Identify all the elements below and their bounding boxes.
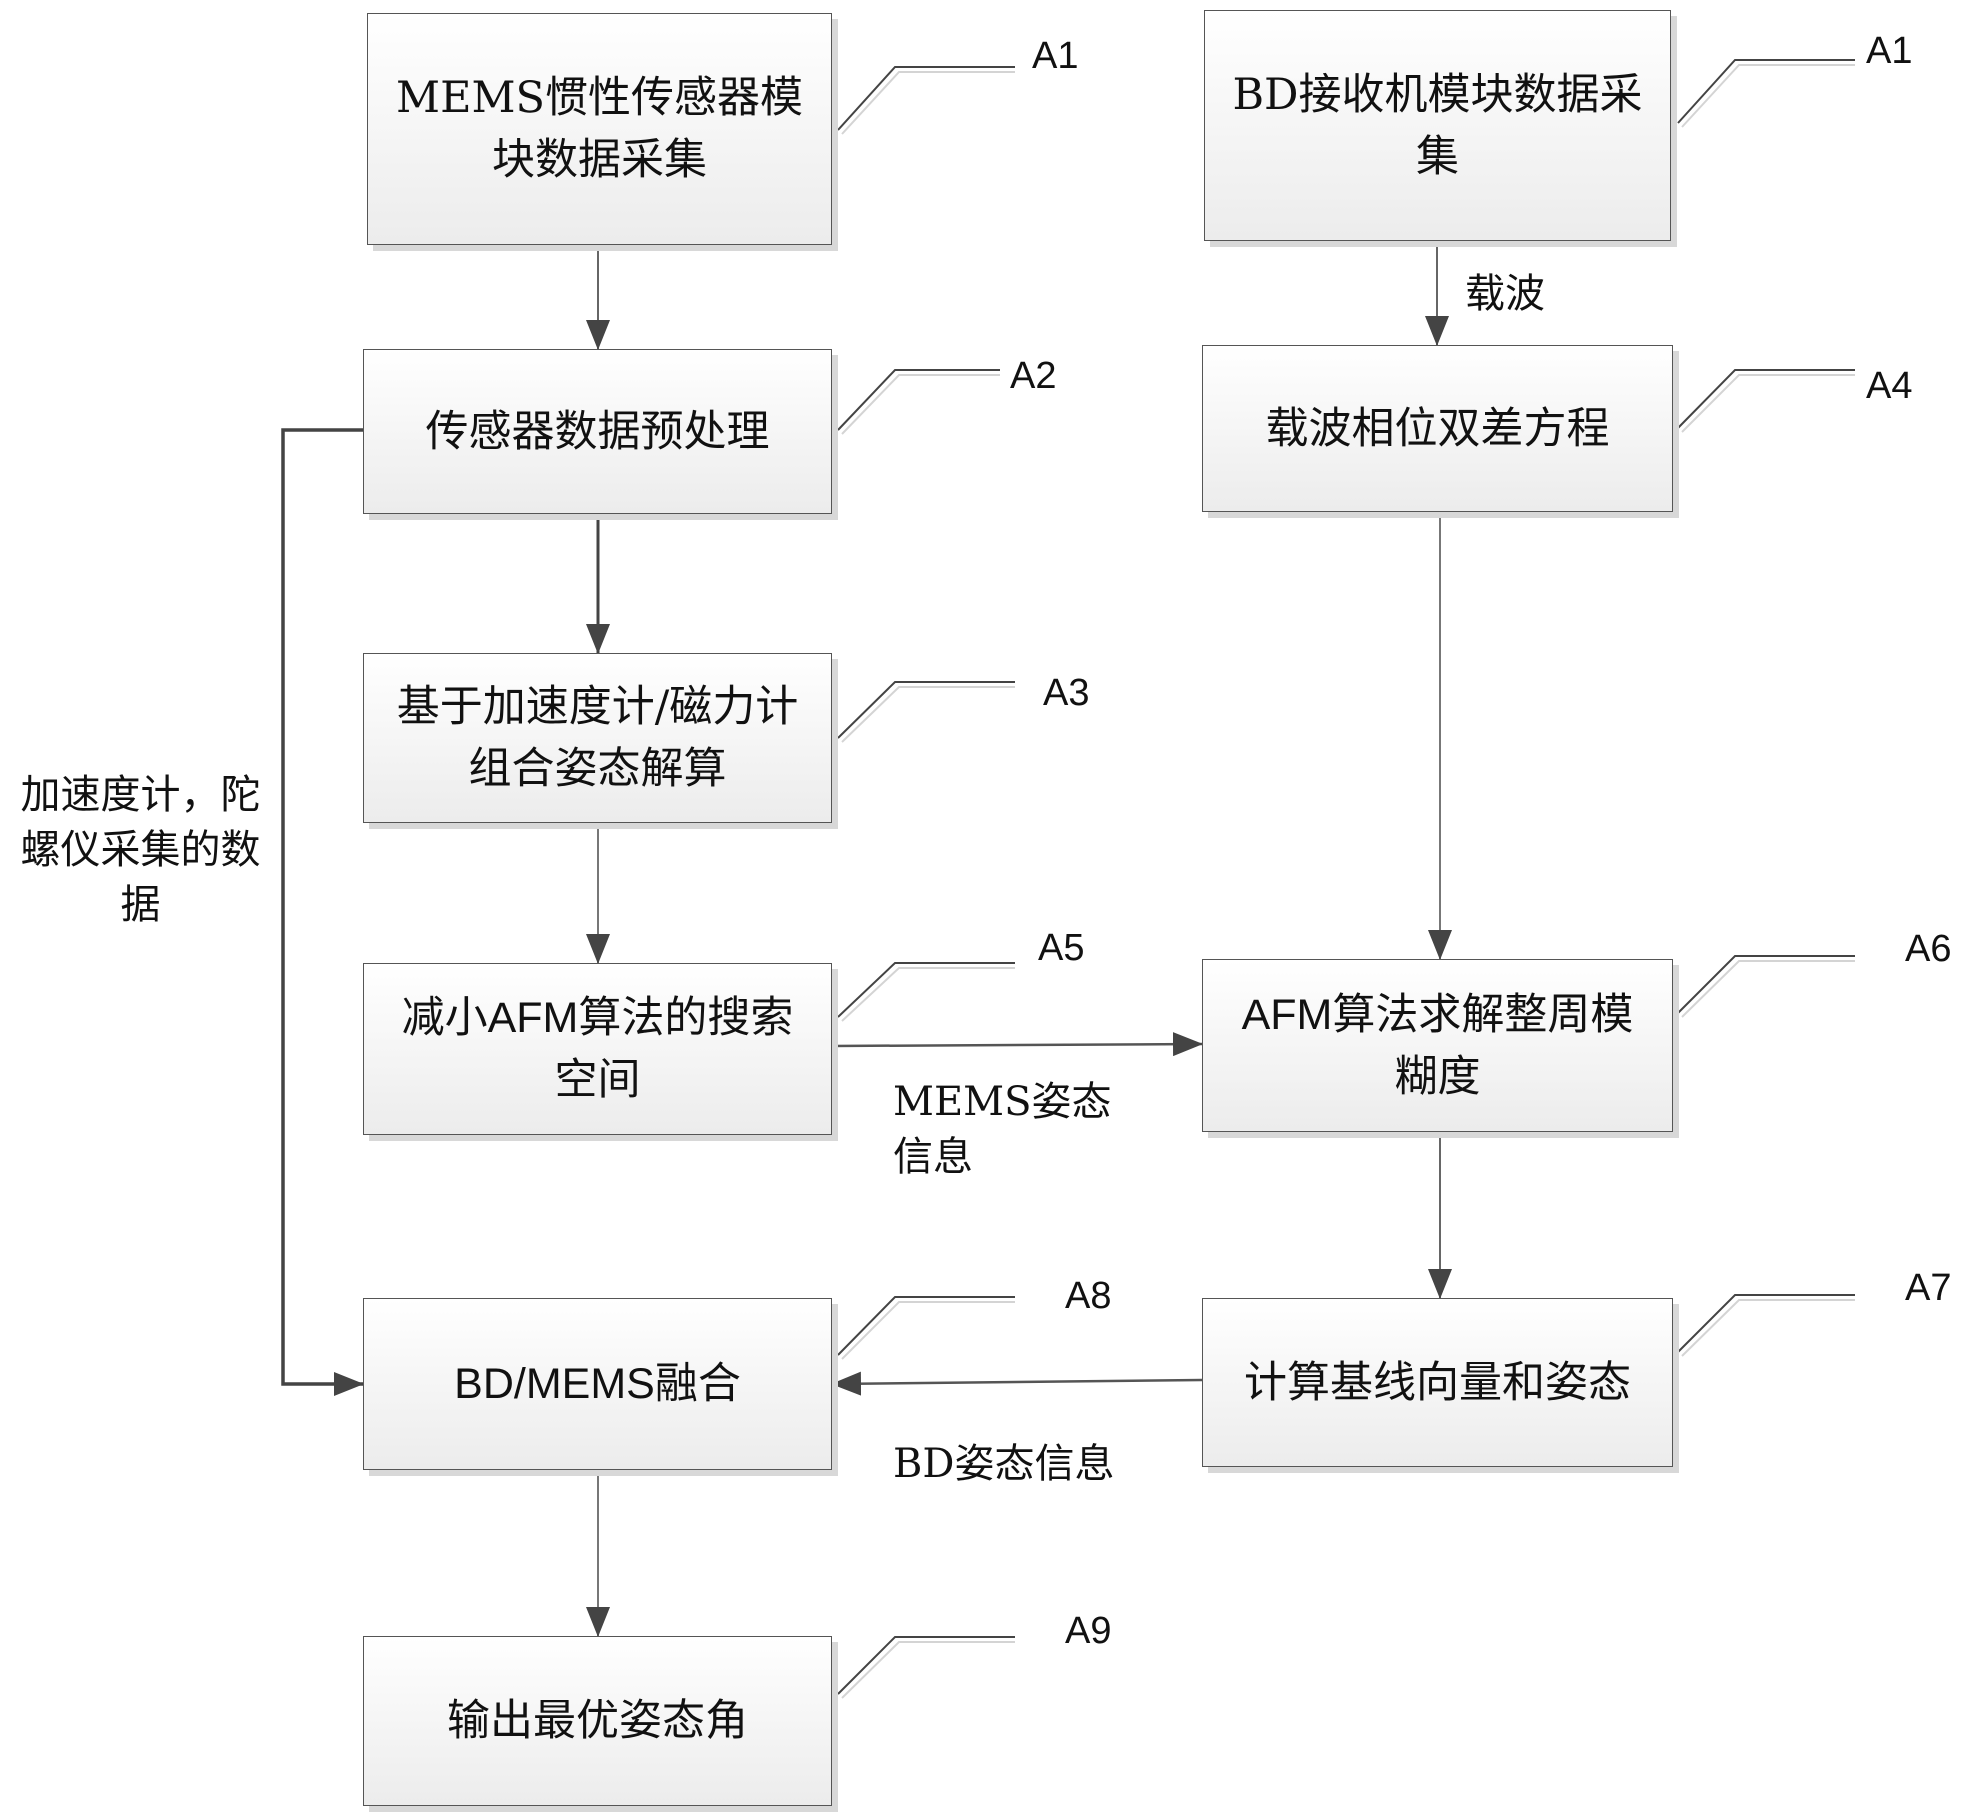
node-baseline-attitude: 计算基线向量和姿态	[1202, 1298, 1673, 1467]
tag-a5: A5	[1038, 927, 1084, 970]
node-bd-receiver-collection: BD接收机模块数据采集	[1204, 10, 1671, 241]
label-bd-attitude: BD姿态信息	[893, 1437, 1114, 1492]
tag-a8: A8	[1065, 1275, 1111, 1318]
node-bd-mems-fusion: BD/MEMS融合	[363, 1298, 832, 1470]
node-afm-ambiguity: AFM算法求解整周模糊度	[1202, 959, 1673, 1132]
leader-l5	[838, 963, 1015, 1017]
leader-r1	[1678, 60, 1855, 123]
arrow-l5-r6	[832, 1044, 1202, 1046]
leader-r7	[1678, 1295, 1855, 1352]
tag-a1-left: A1	[1032, 35, 1078, 78]
tag-a1-right: A1	[1866, 30, 1912, 73]
leader-l2	[838, 370, 1000, 430]
label-mems-attitude: MEMS姿态信息	[893, 1075, 1133, 1185]
arrow-r7-l8	[832, 1380, 1202, 1384]
tag-a7: A7	[1905, 1267, 1951, 1310]
leader-r6	[1678, 956, 1855, 1013]
arrow-l2-l8-loop	[283, 430, 363, 1384]
node-mems-data-collection: MEMS惯性传感器模块数据采集	[367, 13, 832, 245]
leader-r4	[1678, 370, 1855, 428]
node-carrier-double-diff: 载波相位双差方程	[1202, 345, 1673, 512]
node-reduce-afm-search: 减小AFM算法的搜索空间	[363, 963, 832, 1135]
tag-a3: A3	[1043, 672, 1089, 715]
node-accel-mag-attitude: 基于加速度计/磁力计组合姿态解算	[363, 653, 832, 823]
node-output-attitude: 输出最优姿态角	[363, 1636, 832, 1806]
leader-l9	[838, 1637, 1015, 1694]
leader-l3	[838, 682, 1015, 738]
leader-l1	[838, 67, 1015, 130]
tag-a9: A9	[1065, 1610, 1111, 1653]
tag-a6: A6	[1905, 928, 1951, 971]
tag-a2: A2	[1010, 355, 1056, 398]
leader-l8	[838, 1297, 1015, 1355]
label-carrier: 载波	[1465, 267, 1545, 322]
tag-a4: A4	[1866, 365, 1912, 408]
node-sensor-preprocessing: 传感器数据预处理	[363, 349, 832, 514]
label-sensor-data: 加速度计，陀螺仪采集的数据	[8, 768, 273, 933]
